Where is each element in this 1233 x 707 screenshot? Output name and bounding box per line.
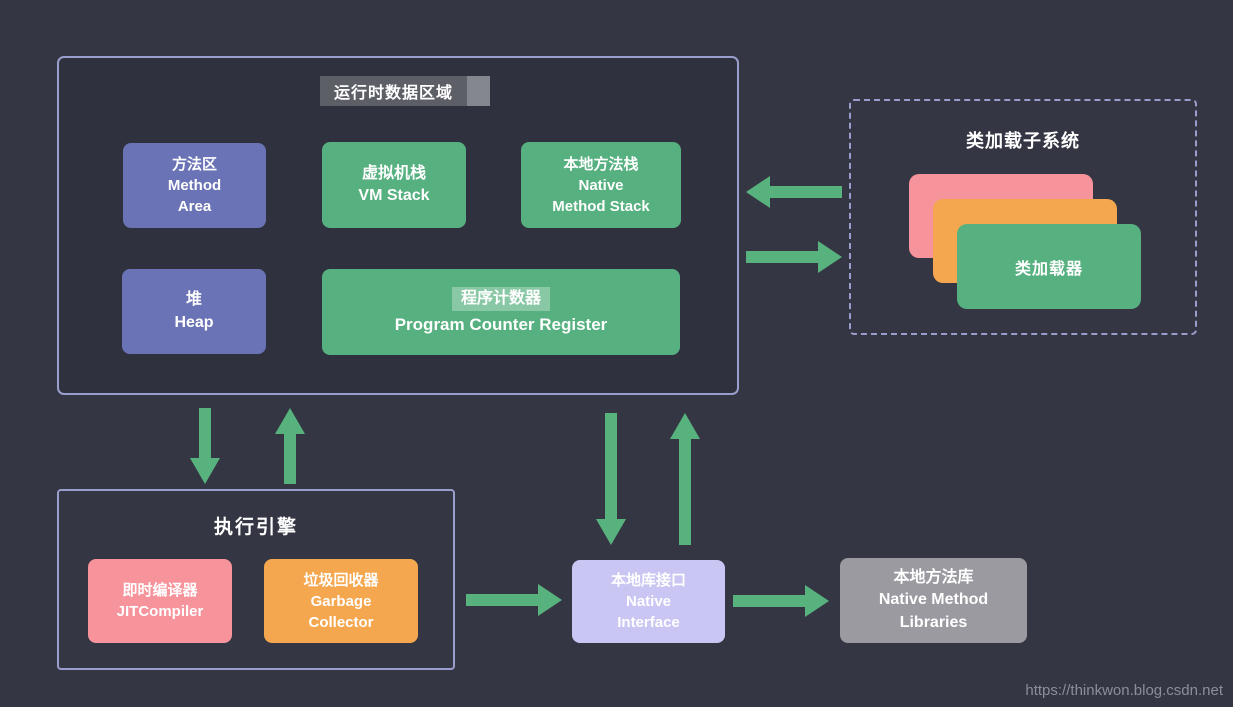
arrow-runtime-to-native-interface-icon bbox=[596, 413, 626, 545]
native-interface-node: 本地库接口 Native Interface bbox=[572, 560, 725, 643]
native-interface-label-en1: Native bbox=[625, 593, 672, 610]
runtime-data-area-title: 运行时数据区域 bbox=[333, 85, 453, 102]
native-method-stack-node: 本地方法栈 Native Method Stack bbox=[521, 142, 681, 228]
native-interface-label-en2: Interface bbox=[617, 614, 680, 631]
arrow-runtime-to-classloader-icon bbox=[746, 241, 842, 273]
runtime-title-highlight-fragment bbox=[467, 76, 490, 106]
method-area-label-en2: Area bbox=[177, 198, 212, 215]
garbage-collector-node: 垃圾回收器 Garbage Collector bbox=[264, 559, 418, 643]
program-counter-label-zh: 程序计数器 bbox=[451, 286, 550, 312]
native-method-libraries-label-en1: Native Method bbox=[878, 591, 989, 609]
watermark-url: https://thinkwon.blog.csdn.net bbox=[1025, 682, 1223, 699]
class-loader-label: 类加载器 bbox=[1014, 260, 1083, 278]
vm-stack-node: 虚拟机栈 VM Stack bbox=[322, 142, 466, 228]
program-counter-node: 程序计数器 Program Counter Register bbox=[322, 269, 680, 355]
arrow-native-interface-to-runtime-icon bbox=[670, 413, 700, 545]
jit-compiler-label-en: JITCompiler bbox=[116, 603, 204, 620]
garbage-collector-label-en1: Garbage bbox=[310, 592, 372, 610]
execution-engine-box bbox=[57, 489, 455, 670]
heap-label-zh: 堆 bbox=[185, 291, 202, 309]
native-method-libraries-node: 本地方法库 Native Method Libraries bbox=[840, 558, 1027, 643]
arrow-classloader-to-runtime-icon bbox=[746, 176, 842, 208]
native-method-stack-label-zh: 本地方法栈 bbox=[563, 155, 639, 173]
heap-node: 堆 Heap bbox=[122, 269, 266, 354]
native-method-stack-label-en1: Native bbox=[578, 176, 624, 194]
garbage-collector-label-en2: Collector bbox=[308, 613, 374, 631]
native-method-libraries-label-zh: 本地方法库 bbox=[893, 568, 974, 586]
vm-stack-label-en: VM Stack bbox=[358, 187, 430, 204]
class-loader-subsystem-box bbox=[849, 99, 1197, 335]
arrow-native-interface-to-libraries-icon bbox=[733, 585, 829, 617]
method-area-node: 方法区 Method Area bbox=[123, 143, 266, 228]
runtime-title-highlight bbox=[320, 76, 467, 106]
method-area-label-en1: Method bbox=[167, 177, 222, 194]
method-area-label-zh: 方法区 bbox=[171, 156, 217, 173]
arrow-runtime-to-engine-icon bbox=[190, 408, 220, 484]
jit-compiler-label-zh: 即时编译器 bbox=[122, 582, 198, 599]
garbage-collector-label-zh: 垃圾回收器 bbox=[303, 571, 379, 589]
class-loader-subsystem-title: 类加载子系统 bbox=[966, 131, 1080, 151]
native-interface-label-zh: 本地库接口 bbox=[610, 572, 686, 589]
arrow-engine-to-runtime-icon bbox=[275, 408, 305, 484]
arrow-engine-to-native-interface-icon bbox=[466, 584, 562, 616]
heap-label-en: Heap bbox=[174, 313, 214, 331]
vm-stack-label-zh: 虚拟机栈 bbox=[361, 164, 426, 182]
native-method-stack-label-en2: Method Stack bbox=[552, 197, 650, 215]
jit-compiler-node: 即时编译器 JITCompiler bbox=[88, 559, 232, 643]
native-method-libraries-label-en2: Libraries bbox=[899, 613, 968, 631]
program-counter-label-en: Program Counter Register bbox=[394, 315, 608, 335]
class-loader-card-front: 类加载器 bbox=[957, 224, 1141, 309]
execution-engine-title: 执行引擎 bbox=[213, 517, 298, 538]
